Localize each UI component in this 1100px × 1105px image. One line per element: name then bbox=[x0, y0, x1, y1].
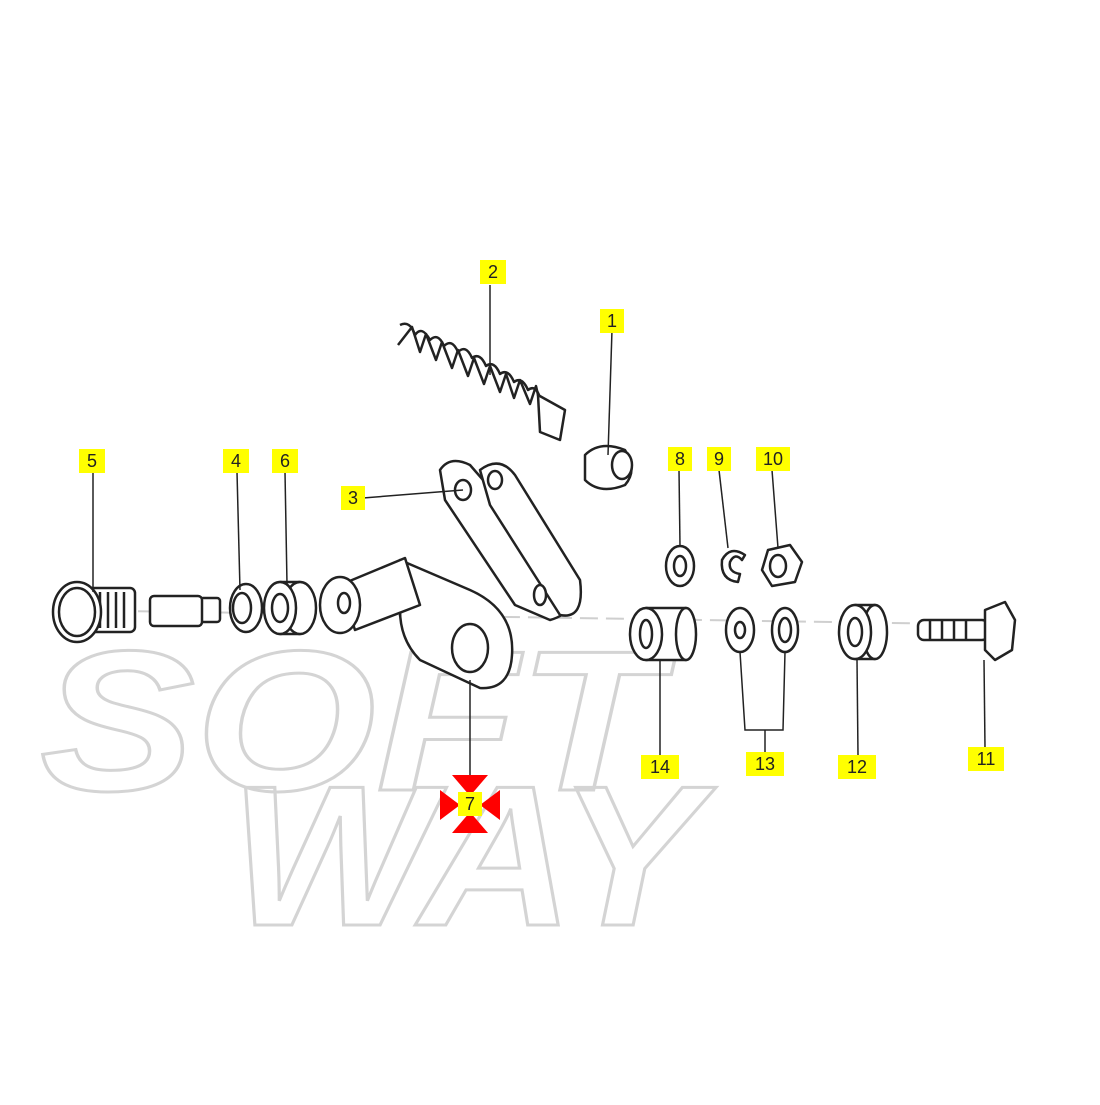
flat-washer-drawing bbox=[664, 544, 696, 588]
callout-14[interactable]: 14 bbox=[641, 755, 679, 779]
selected-part-marker bbox=[440, 775, 500, 833]
callout-4[interactable]: 4 bbox=[223, 449, 249, 473]
upper-link-arm-drawing bbox=[438, 459, 583, 622]
callout-8[interactable]: 8 bbox=[668, 447, 692, 471]
thick-washer-drawing bbox=[837, 603, 889, 661]
callout-3[interactable]: 3 bbox=[341, 486, 365, 510]
lever-with-boss-drawing bbox=[318, 556, 514, 690]
callout-5[interactable]: 5 bbox=[79, 449, 105, 473]
callout-11[interactable]: 11 bbox=[968, 747, 1004, 771]
watermark: SOFT WAY bbox=[39, 609, 719, 970]
callout-9[interactable]: 9 bbox=[707, 447, 731, 471]
washer-drawing bbox=[228, 582, 264, 634]
spring-drawing bbox=[397, 322, 567, 442]
callout-12[interactable]: 12 bbox=[838, 755, 876, 779]
nut-drawing bbox=[760, 543, 804, 588]
callout-2[interactable]: 2 bbox=[480, 260, 506, 284]
c-clip-drawing bbox=[720, 549, 747, 584]
pivot-bolt-drawing bbox=[51, 580, 222, 644]
callout-7[interactable]: 7 bbox=[458, 792, 482, 816]
hex-bolt-drawing bbox=[916, 600, 1017, 662]
spacer-washer-drawing bbox=[262, 580, 318, 636]
callout-13[interactable]: 13 bbox=[746, 752, 784, 776]
leader-lines bbox=[92, 285, 986, 790]
callout-6[interactable]: 6 bbox=[272, 449, 298, 473]
bushing-sleeve-drawing bbox=[628, 606, 698, 662]
small-washers-drawing bbox=[724, 606, 800, 654]
callout-10[interactable]: 10 bbox=[756, 447, 790, 471]
bushing-nut-drawing bbox=[583, 444, 634, 491]
callout-1[interactable]: 1 bbox=[600, 309, 624, 333]
watermark-line1: SOFT bbox=[40, 610, 677, 833]
